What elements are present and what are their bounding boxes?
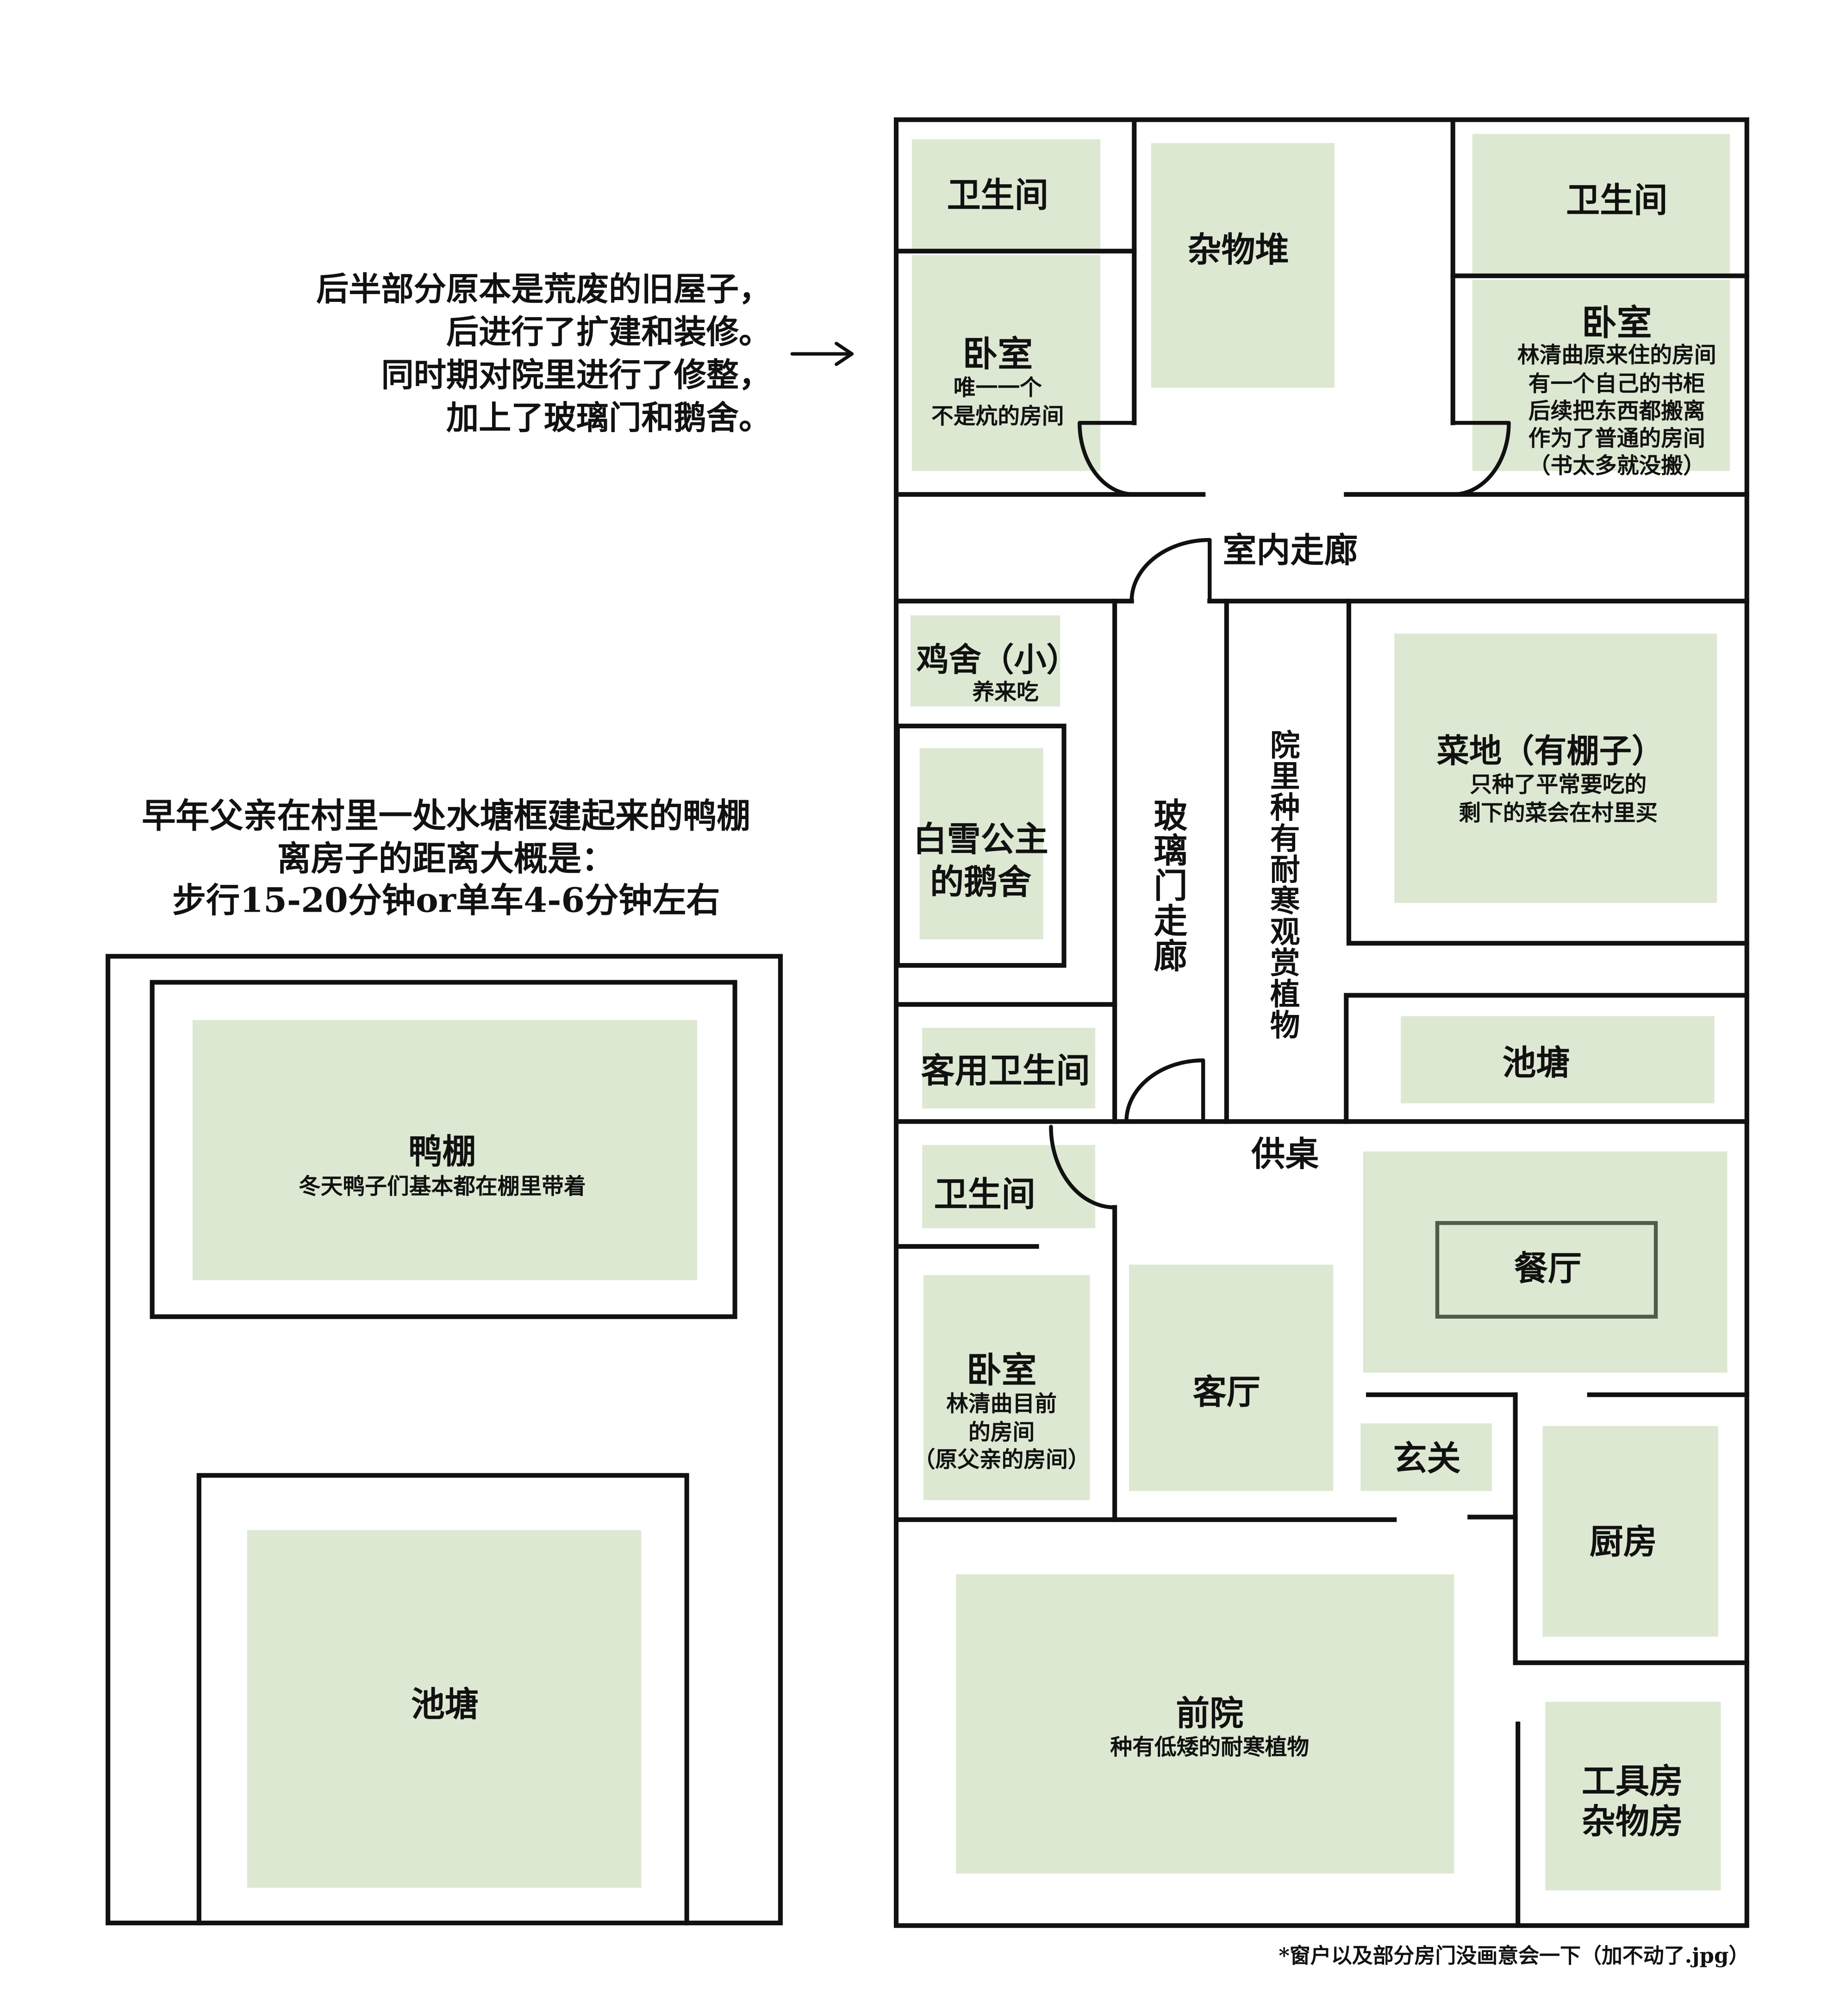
rear-left-bedroom-label: 卧室 (962, 333, 1033, 375)
duck-pond-label: 池塘 (411, 1684, 479, 1724)
duck-pond-area (247, 1530, 642, 1888)
front-bedroom-note: 林清曲目前 (946, 1391, 1057, 1417)
vegetable-plot-enclosure (1346, 599, 1749, 946)
living-room-area (1129, 1265, 1334, 1491)
chicken-coop-area (910, 615, 1060, 707)
door-swing-icon (1451, 421, 1511, 496)
rear-right-bedroom-note: 后续把东西都搬离 (1528, 398, 1705, 424)
front-bedroom-note: 的房间 (968, 1420, 1035, 1446)
duck-shed-fills (192, 1020, 698, 1888)
duck-shed-outer-wall (106, 954, 783, 1926)
duck-shed-intro: 早年父亲在村里一处水塘框建起来的鸭棚 离房子的距离大概是： 步行15-20分钟o… (142, 796, 750, 920)
duck-shed-intro-line: 离房子的距离大概是： (277, 839, 615, 879)
dining-room-area (1363, 1151, 1728, 1373)
front-yard-area (956, 1574, 1454, 1874)
door-swings (1049, 421, 1511, 1209)
courtyard-plants-label: 院里种有耐寒观赏植物 (1270, 728, 1300, 1043)
living-room-label: 客厅 (1193, 1372, 1260, 1412)
front-bedroom-area (923, 1275, 1090, 1500)
dining-room-label: 餐厅 (1514, 1249, 1582, 1289)
front-yard-note: 种有低矮的耐寒植物 (1110, 1734, 1309, 1760)
renovation-note-line: 同时期对院里进行了修整， (381, 356, 771, 394)
rear-right-bedroom-note: 作为了普通的房间 (1528, 426, 1705, 451)
duck-shed-enclosure (150, 980, 737, 1319)
front-bathroom-area (922, 1145, 1095, 1228)
kitchen-label: 厨房 (1590, 1522, 1657, 1562)
vegetable-plot-note: 只种了平常要吃的 (1470, 771, 1647, 797)
vegetable-plot-note: 剩下的菜会在村里买 (1459, 800, 1658, 826)
chicken-coop-note: 养来吃 (972, 679, 1038, 705)
chicken-coop-label: 鸡舍（小） (917, 640, 1079, 679)
tool-room-area (1545, 1702, 1721, 1891)
duck-shed-walls (106, 954, 783, 1926)
entrance-label: 玄关 (1393, 1439, 1460, 1478)
indoor-corridor-label: 室内走廊 (1223, 531, 1358, 570)
goose-house-enclosure (895, 723, 1067, 968)
storage-pile-area (1151, 143, 1335, 388)
house-room-fills (910, 134, 1730, 1891)
duck-shed-intro-line: 步行15-20分钟or单车4-6分钟左右 (172, 880, 720, 920)
courtyard-pond-label: 池塘 (1502, 1043, 1570, 1083)
rear-right-bedroom-label: 卧室 (1582, 302, 1652, 343)
renovation-note-line: 加上了玻璃门和鹅舍。 (446, 398, 771, 437)
rear-right-bedroom-note: 有一个自己的书柜 (1528, 371, 1705, 397)
footnote: *窗户以及部分房门没画意会一下（加不动了.jpg） (1279, 1943, 1749, 1968)
front-bedroom-label: 卧室 (967, 1349, 1037, 1390)
guest-bathroom-area (922, 1027, 1095, 1109)
door-swing-icon (1124, 1058, 1205, 1124)
renovation-note: 后半部分原本是荒废的旧屋子， 后进行了扩建和装修。 同时期对院里进行了修整， 加… (316, 269, 771, 437)
renovation-note-line: 后进行了扩建和装修。 (446, 313, 771, 351)
right-arrow-icon (790, 342, 854, 366)
house-walls (893, 117, 1749, 1928)
tool-room-label: 工具房 (1582, 1761, 1683, 1801)
renovation-note-line: 后半部分原本是荒废的旧屋子， (316, 269, 771, 308)
rear-right-bedroom-note: 林清曲原来住的房间 (1517, 342, 1716, 368)
tool-room-label: 杂物房 (1582, 1802, 1683, 1841)
vegetable-plot-area (1394, 633, 1717, 903)
courtyard-pond-enclosure (1344, 993, 1749, 1124)
altar-table-label: 供桌 (1251, 1134, 1319, 1174)
storage-pile-label: 杂物堆 (1187, 230, 1289, 270)
dining-table-outline (1435, 1221, 1658, 1319)
goose-house-area (919, 748, 1043, 939)
rear-right-bathroom-label: 卫生间 (1566, 181, 1667, 220)
rear-right-bedroom-area (1472, 280, 1730, 471)
courtyard-pond-area (1401, 1016, 1715, 1103)
duck-shed-note: 冬天鸭子们基本都在棚里带着 (299, 1174, 586, 1200)
glass-corridor-label: 玻璃门走廊 (1154, 796, 1187, 976)
goose-house-label: 白雪公主 (913, 819, 1048, 859)
front-yard-label: 前院 (1176, 1694, 1243, 1734)
duck-shed-area (192, 1020, 698, 1280)
door-swing-icon (1049, 1125, 1117, 1209)
rear-right-bathroom-area (1472, 134, 1730, 274)
front-bedroom-note: （原父亲的房间） (913, 1447, 1090, 1473)
rear-left-bathroom-label: 卫生间 (947, 175, 1048, 215)
rear-left-bathroom-area (911, 139, 1101, 250)
rear-left-bedroom-note: 不是炕的房间 (931, 403, 1064, 429)
front-bathroom-label: 卫生间 (934, 1175, 1036, 1215)
entrance-area (1360, 1423, 1492, 1491)
door-swing-icon (1129, 538, 1212, 603)
kitchen-area (1542, 1426, 1718, 1637)
vegetable-plot-label: 菜地（有棚子） (1437, 732, 1665, 770)
door-swing-icon (1078, 421, 1136, 496)
rear-left-bedroom-note: 唯一一个 (954, 375, 1042, 401)
goose-house-label: 的鹅舍 (930, 862, 1031, 902)
rear-right-bedroom-note: （书太多就没搬） (1528, 453, 1705, 479)
duck-shed-label: 鸭棚 (408, 1132, 476, 1171)
rear-left-bedroom-area (911, 255, 1101, 471)
guest-bathroom-label: 客用卫生间 (921, 1051, 1090, 1091)
house-outer-wall (893, 117, 1749, 1928)
duck-shed-intro-line: 早年父亲在村里一处水塘框建起来的鸭棚 (142, 796, 750, 836)
duck-pond-enclosure (196, 1473, 689, 1926)
